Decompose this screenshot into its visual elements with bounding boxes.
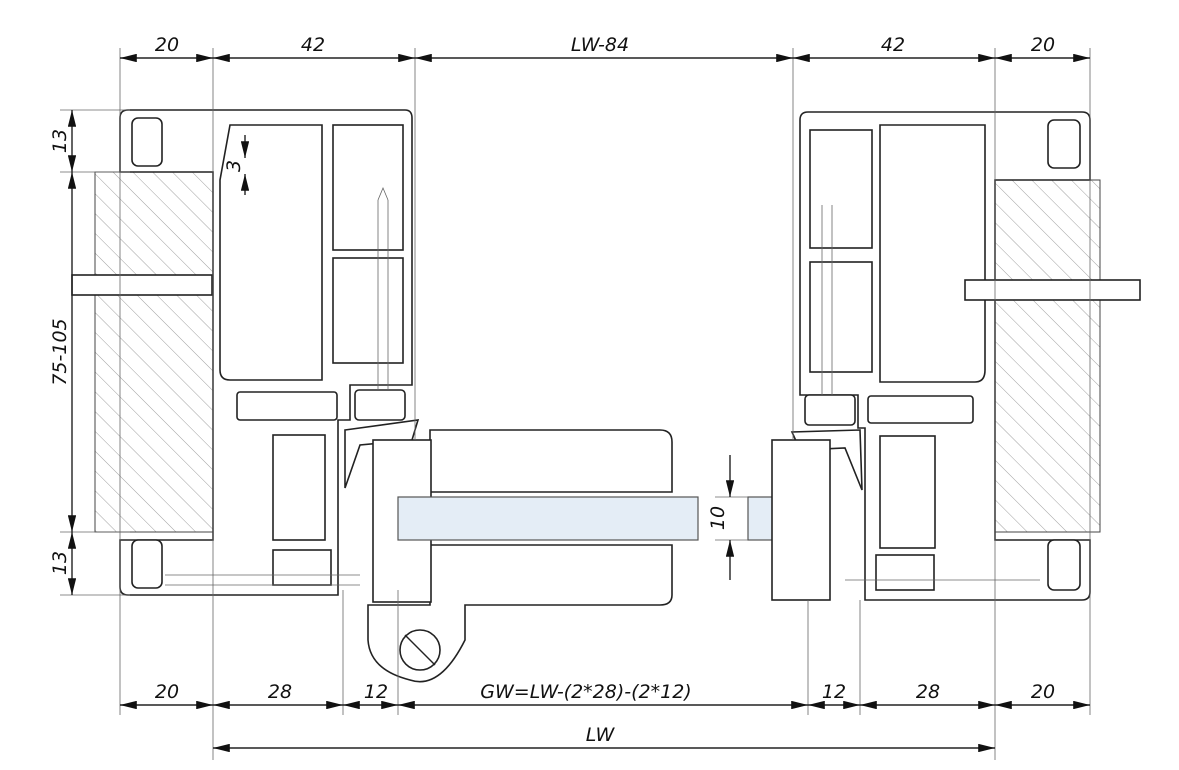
dim-bottom-12-left: 12 xyxy=(364,681,388,703)
dim-bottom-20-right: 20 xyxy=(1031,681,1055,703)
dim-top-42-right: 42 xyxy=(881,34,905,56)
dim-bottom-12-right: 12 xyxy=(822,681,846,703)
dim-left-13-top: 13 xyxy=(49,129,71,153)
dim-gap-3: 3 xyxy=(223,160,245,172)
dim-left-13-bottom: 13 xyxy=(49,551,71,575)
dim-glass-10: 10 xyxy=(707,506,729,530)
dimension-lines xyxy=(67,53,1090,753)
dim-top-20-left: 20 xyxy=(155,34,179,56)
glass-pane xyxy=(397,496,699,541)
dim-bottom-20-left: 20 xyxy=(155,681,179,703)
left-frame-profile xyxy=(71,109,420,596)
dim-top-lw-84: LW-84 xyxy=(571,34,629,56)
right-wall-section xyxy=(994,179,1101,533)
dim-bottom-gw: GW=LW-(2*28)-(2*12) xyxy=(480,681,691,703)
dim-top-42-left: 42 xyxy=(301,34,325,56)
door-leaf xyxy=(367,429,831,683)
dim-bottom-28-right: 28 xyxy=(916,681,940,703)
dim-left-75-105: 75-105 xyxy=(49,318,71,385)
extension-lines xyxy=(60,48,1091,760)
right-frame-profile xyxy=(790,111,1141,601)
dim-overall-lw: LW xyxy=(586,724,616,746)
dim-top-20-right: 20 xyxy=(1031,34,1055,56)
left-wall-section xyxy=(94,171,214,533)
dim-bottom-28-left: 28 xyxy=(268,681,292,703)
